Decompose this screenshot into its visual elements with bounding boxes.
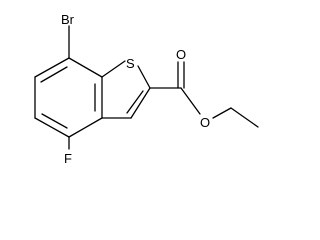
fluorine-atom-label: F xyxy=(64,151,72,166)
bond-c7a-s xyxy=(101,60,126,78)
bond-ch2-ch3 xyxy=(230,107,259,128)
bond-c2-c3 xyxy=(130,87,151,119)
double-bond-c4-c5-inner xyxy=(41,113,68,129)
structure-canvas: Br S F O O xyxy=(34,12,259,166)
molecule-structure: Br S F O O xyxy=(34,12,259,166)
bromine-atom-label: Br xyxy=(61,12,75,27)
bond-c7-c7a xyxy=(68,57,103,78)
bond-ester-oxygen-ch2 xyxy=(212,107,232,119)
benzene-ring xyxy=(34,57,103,138)
bond-carbonyl-ester-oxygen xyxy=(180,87,201,115)
sulfur-atom-label: S xyxy=(126,56,135,71)
thiophene-ring xyxy=(101,60,151,119)
ester-group xyxy=(149,61,259,128)
carbonyl-oxygen-atom-label: O xyxy=(176,47,186,62)
bond-c3a-c4 xyxy=(68,117,103,138)
double-bond-c2-c3-inner xyxy=(126,90,144,114)
bond-c6-c7 xyxy=(34,57,70,78)
ester-oxygen-atom-label: O xyxy=(200,115,210,130)
bond-c4-c5 xyxy=(34,117,70,138)
bond-s-c2 xyxy=(137,65,151,89)
double-bond-c6-c7-inner xyxy=(40,66,68,83)
